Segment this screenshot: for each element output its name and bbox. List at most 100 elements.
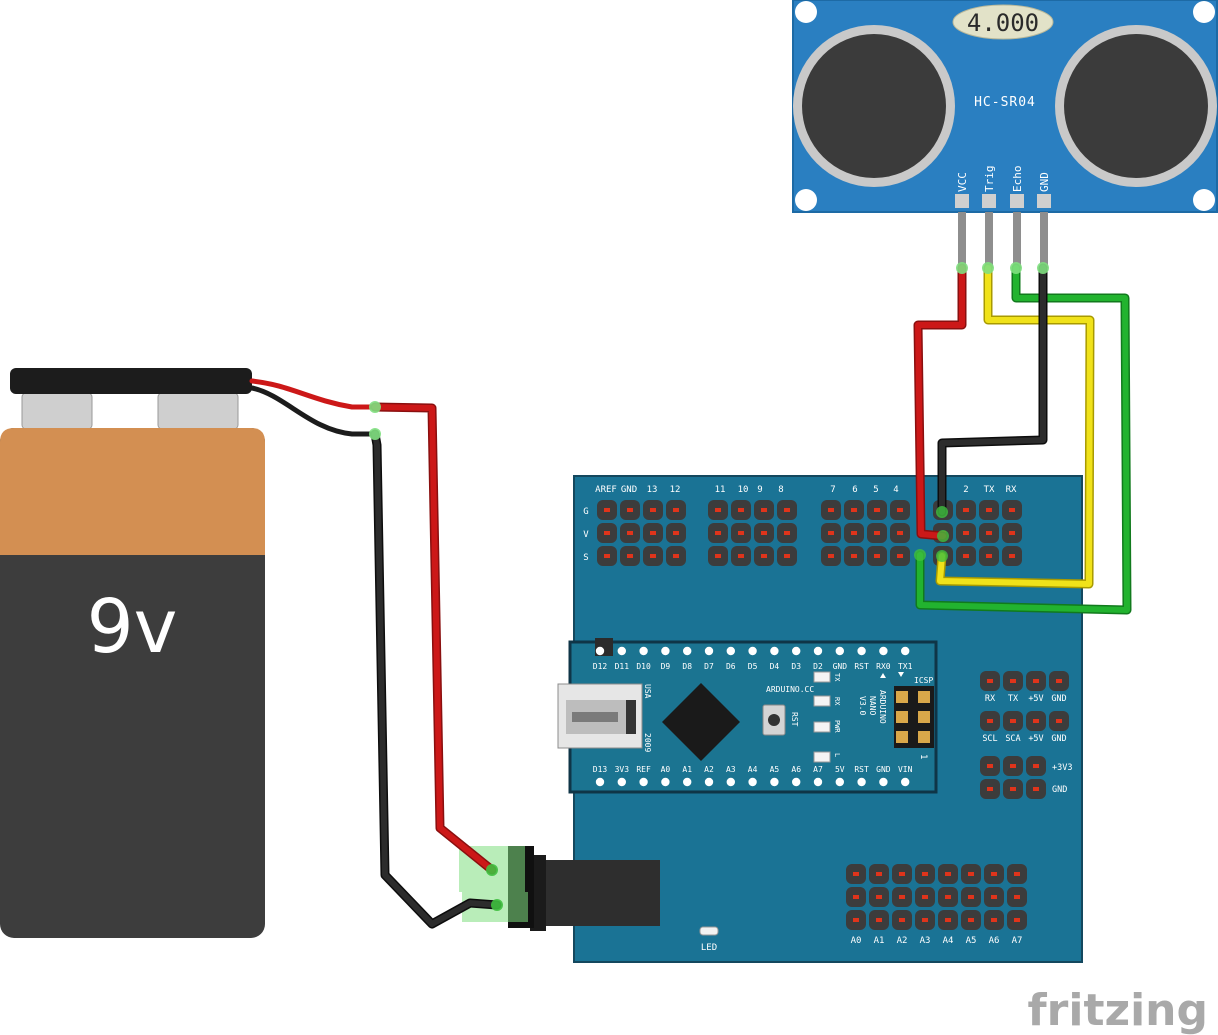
shield-analog-label: A1 <box>874 936 885 946</box>
icsp-pin <box>918 711 930 723</box>
nano-pin-hole <box>726 646 735 656</box>
battery-lead-black <box>249 385 378 437</box>
header-pin <box>708 546 728 566</box>
nano-pin-hole <box>639 777 648 787</box>
nano-top-pin-label: RX0 <box>876 662 891 671</box>
header-pin <box>915 887 935 907</box>
sensor-model: HC-SR04 <box>974 95 1036 110</box>
header-pin <box>980 671 1000 691</box>
shield-side-extra-label: GND <box>1052 785 1067 795</box>
shield-header-label: GND <box>621 485 637 495</box>
jack-body <box>538 860 660 926</box>
mount-hole <box>1193 189 1215 211</box>
ultrasonic-sensor: 4.000 HC-SR04 VCC Trig Echo GND <box>792 0 1218 268</box>
led-label-tx: TX <box>833 673 841 682</box>
header-pin <box>867 546 887 566</box>
header-pin <box>1003 711 1023 731</box>
header-pin <box>846 864 866 884</box>
shield-header-label: TX <box>984 485 995 495</box>
icsp-pin <box>896 691 908 703</box>
battery-terminal <box>21 392 93 430</box>
wire-battery-negative <box>372 431 500 927</box>
header-pin <box>777 500 797 520</box>
header-pin <box>1049 711 1069 731</box>
shield-row-label: G <box>583 507 588 517</box>
shield-led-label: LED <box>701 943 717 953</box>
sensor-leg <box>1040 212 1048 268</box>
header-pin <box>915 864 935 884</box>
nano-pin-hole <box>748 646 757 656</box>
battery-label: 9v <box>87 584 178 670</box>
wire-endpoints <box>369 262 1049 911</box>
header-pin <box>979 500 999 520</box>
shield-row-label: V <box>583 530 589 540</box>
sensor-leg <box>958 212 966 268</box>
battery-terminal <box>157 392 239 430</box>
header-pin <box>961 910 981 930</box>
header-pin <box>597 523 617 543</box>
nano-top-pin-label: GND <box>833 662 848 671</box>
header-pin <box>979 546 999 566</box>
nano-top-pin-label: D3 <box>791 662 801 671</box>
nano-pin-hole <box>661 777 670 787</box>
nano-status-leds: TX RX PWR L <box>813 671 841 763</box>
header-pin <box>892 864 912 884</box>
header-pin <box>938 864 958 884</box>
shield-header-label: 12 <box>670 485 681 495</box>
nano-bottom-pin-label: A0 <box>661 765 671 774</box>
header-pin <box>731 546 751 566</box>
nano-pin-hole <box>639 646 648 656</box>
header-pin <box>731 523 751 543</box>
nano-pin-hole <box>617 646 626 656</box>
header-pin <box>620 500 640 520</box>
header-pin <box>890 546 910 566</box>
header-pin <box>844 523 864 543</box>
header-pin <box>1026 756 1046 776</box>
wire-trig <box>937 265 1093 587</box>
nano-pin-hole <box>879 777 888 787</box>
header-pin <box>867 500 887 520</box>
nano-pin-hole <box>704 646 714 656</box>
header-pin <box>892 910 912 930</box>
shield-side-label: TX <box>1008 694 1019 704</box>
header-pin <box>1007 887 1027 907</box>
battery-top-band <box>0 428 265 555</box>
nano-pin-hole <box>770 646 779 656</box>
header-pin <box>666 523 686 543</box>
nano-brand: ARDUINO.CC <box>766 685 814 694</box>
nano-pin-hole <box>748 777 757 787</box>
header-pin <box>1049 671 1069 691</box>
icsp-pin <box>896 711 908 723</box>
header-pin <box>643 500 663 520</box>
nano-pin-hole <box>661 646 670 656</box>
header-pin <box>869 864 889 884</box>
nano-bottom-pin-label: A5 <box>770 765 780 774</box>
header-pin <box>708 523 728 543</box>
shield-side-label: SCA <box>1005 734 1020 744</box>
shield-header-label: AREF <box>595 485 617 495</box>
battery-lead-red <box>249 378 378 410</box>
nano-bottom-pin-label: A7 <box>813 765 823 774</box>
nano-top-pin-label: RST <box>854 662 869 671</box>
header-pin <box>1026 671 1046 691</box>
icsp-pin1-label: 1 <box>918 754 928 759</box>
shield-analog-label: A2 <box>897 936 908 946</box>
nano-pin-hole <box>835 646 844 656</box>
header-pin <box>980 779 1000 799</box>
shield-header-label: 7 <box>830 485 835 495</box>
header-pin <box>777 523 797 543</box>
header-pin <box>869 910 889 930</box>
nano-pin-hole <box>617 777 626 787</box>
nano-model-line1: ARDUINO <box>878 690 887 724</box>
icsp-pin <box>918 731 930 743</box>
header-pin <box>961 864 981 884</box>
nano-pin-hole <box>792 646 801 656</box>
nano-pin-hole <box>770 777 779 787</box>
shield-side-label: +5V <box>1028 694 1043 704</box>
nano-pin-hole <box>857 646 866 656</box>
shield-header-label: 6 <box>852 485 857 495</box>
header-pin <box>666 500 686 520</box>
icsp-header: ICSP 1 <box>880 672 934 759</box>
shield-header-label: 10 <box>738 485 749 495</box>
